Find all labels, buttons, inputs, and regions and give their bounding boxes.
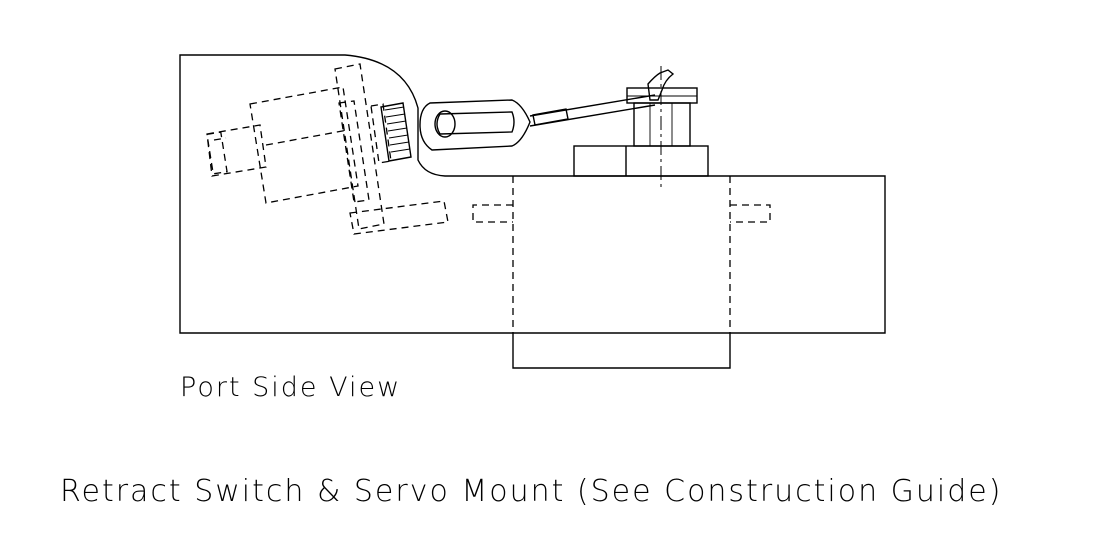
clevis-body bbox=[419, 99, 531, 151]
servo-horn-arm bbox=[647, 69, 675, 101]
mount-plate bbox=[179, 54, 886, 334]
servo-top-block bbox=[573, 145, 709, 177]
switch-toggle-tip bbox=[206, 131, 228, 175]
pushrod-top bbox=[529, 94, 656, 117]
servo-body-lower bbox=[512, 333, 731, 369]
clevis-slot bbox=[436, 111, 515, 135]
switch-flange bbox=[334, 63, 385, 230]
servo-shaft-housing bbox=[633, 102, 691, 147]
switch-toggle-tip-line bbox=[213, 137, 227, 141]
servo-tab-left bbox=[472, 204, 513, 223]
pushrod-sleeve bbox=[532, 108, 569, 126]
collar-threads bbox=[384, 106, 411, 153]
switch-nut bbox=[370, 103, 392, 164]
view-label: Port Side View bbox=[180, 372, 402, 403]
clevis-pin bbox=[434, 110, 456, 138]
servo-tab-right bbox=[730, 204, 771, 223]
switch-body bbox=[249, 86, 359, 204]
switch-mount-tab bbox=[349, 200, 449, 235]
switch-toggle bbox=[206, 124, 267, 177]
switch-body-line bbox=[265, 129, 349, 146]
switch-collar bbox=[380, 102, 412, 162]
drawing-caption: Retract Switch & Servo Mount (See Constr… bbox=[60, 474, 1003, 509]
